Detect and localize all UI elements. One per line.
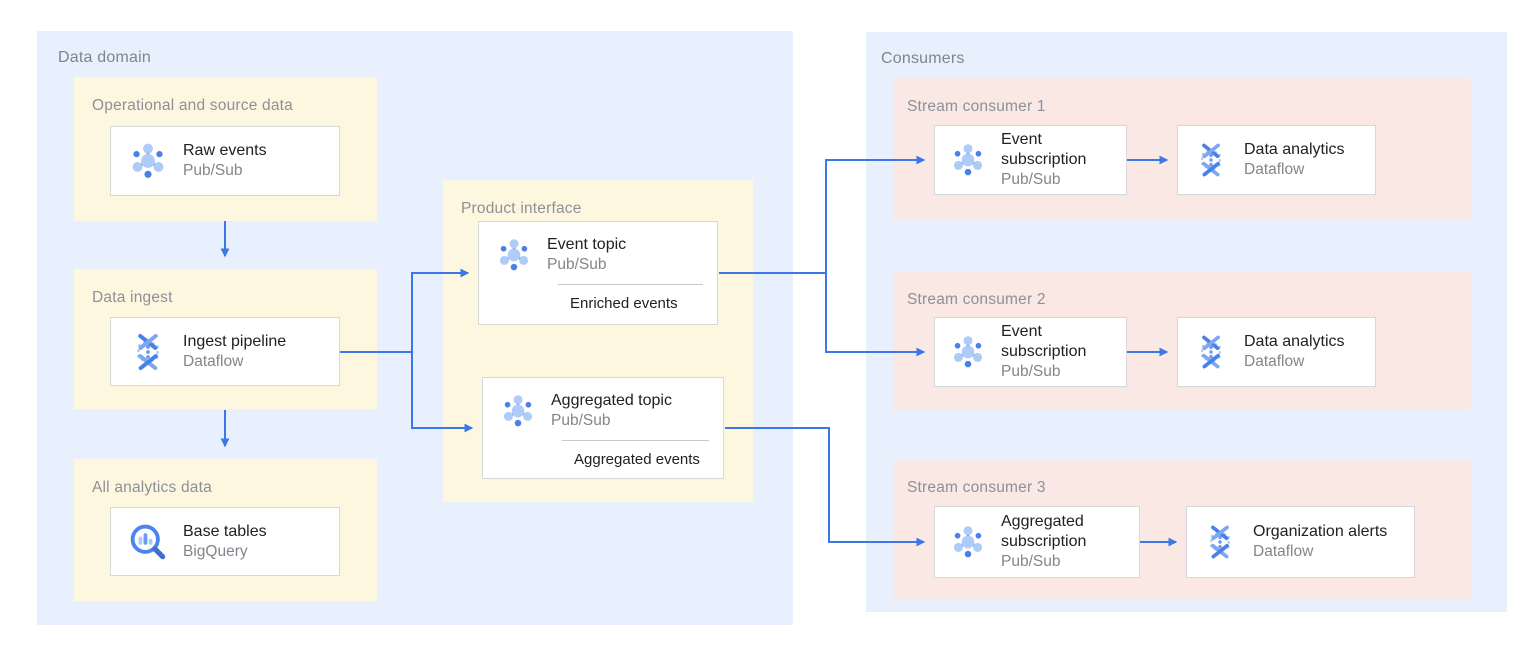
card-title: Ingest pipeline xyxy=(183,332,287,350)
card-organization-alerts: Organization alerts Dataflow xyxy=(1186,506,1415,578)
card-raw-events: Raw events Pub/Sub xyxy=(110,126,340,196)
pubsub-icon xyxy=(498,391,538,431)
group-product-interface-label: Product interface xyxy=(461,200,582,217)
card-aggregated-subscription: Aggregated subscription Pub/Sub xyxy=(934,506,1140,578)
card-subtitle: Dataflow xyxy=(1244,353,1305,370)
card-data-analytics-1: Data analytics Dataflow xyxy=(1177,125,1376,195)
card-aggregated-topic: Aggregated topic Pub/Sub Aggregated even… xyxy=(482,377,724,479)
card-title: Base tables xyxy=(183,522,267,540)
card-base-tables: Base tables BigQuery xyxy=(110,507,340,576)
group-ingest-label: Data ingest xyxy=(92,289,173,306)
card-subtitle: Dataflow xyxy=(1244,161,1305,178)
consumers-label: Consumers xyxy=(881,50,965,67)
dataflow-icon xyxy=(1191,332,1231,372)
topic-tag: Aggregated events xyxy=(562,440,709,468)
card-subtitle: Pub/Sub xyxy=(547,256,607,273)
pubsub-icon xyxy=(494,235,534,275)
card-title: Aggregated subscription xyxy=(1001,513,1087,550)
card-ingest-pipeline: Ingest pipeline Dataflow xyxy=(110,317,340,386)
data-domain-label: Data domain xyxy=(58,49,151,66)
card-title: Data analytics xyxy=(1244,141,1345,158)
card-title: Data analytics xyxy=(1244,333,1345,350)
card-subtitle: Dataflow xyxy=(1253,543,1314,560)
pubsub-icon xyxy=(948,332,988,372)
card-title: Aggregated topic xyxy=(551,392,672,409)
card-subtitle: Pub/Sub xyxy=(1001,363,1061,380)
group-operational-label: Operational and source data xyxy=(92,97,294,114)
card-subtitle: Dataflow xyxy=(183,352,244,370)
group-analytics-label: All analytics data xyxy=(92,479,212,496)
card-title: Raw events xyxy=(183,142,267,159)
bigquery-icon xyxy=(126,520,170,564)
card-subtitle: Pub/Sub xyxy=(1001,553,1061,570)
card-title: Event topic xyxy=(547,236,627,253)
card-event-topic: Event topic Pub/Sub Enriched events xyxy=(478,221,718,325)
card-subtitle: BigQuery xyxy=(183,542,248,560)
card-title: Event subscription xyxy=(1001,323,1087,360)
card-subtitle: Pub/Sub xyxy=(1001,171,1061,188)
card-title: Event subscription xyxy=(1001,131,1087,168)
topic-tag: Enriched events xyxy=(558,284,703,312)
pubsub-icon xyxy=(948,140,988,180)
stream-consumer-3-label: Stream consumer 3 xyxy=(907,479,1046,496)
dataflow-icon xyxy=(1200,522,1240,562)
card-event-subscription-2: Event subscription Pub/Sub xyxy=(934,317,1127,387)
dataflow-icon xyxy=(126,330,170,374)
stream-consumer-2-label: Stream consumer 2 xyxy=(907,291,1046,308)
pubsub-icon xyxy=(126,139,170,183)
dataflow-icon xyxy=(1191,140,1231,180)
stream-consumer-1-label: Stream consumer 1 xyxy=(907,98,1046,115)
card-subtitle: Pub/Sub xyxy=(183,162,243,179)
card-title: Organization alerts xyxy=(1253,523,1388,540)
card-data-analytics-2: Data analytics Dataflow xyxy=(1177,317,1376,387)
card-event-subscription-1: Event subscription Pub/Sub xyxy=(934,125,1127,195)
card-subtitle: Pub/Sub xyxy=(551,412,611,429)
pubsub-icon xyxy=(948,522,988,562)
